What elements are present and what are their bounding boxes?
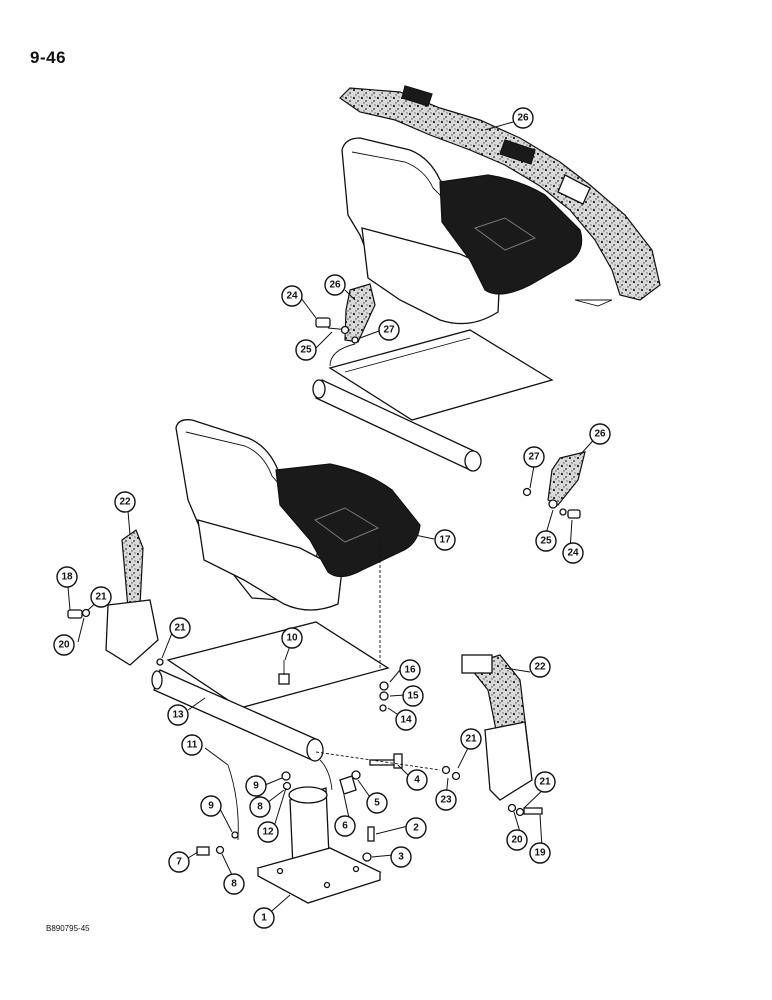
callout-27b: 27 <box>523 446 545 468</box>
svg-text:18: 18 <box>61 572 73 583</box>
svg-text:2: 2 <box>413 823 419 834</box>
callout-8a: 8 <box>249 796 271 818</box>
svg-text:22: 22 <box>119 497 131 508</box>
callout-14: 14 <box>395 709 417 731</box>
callout-26b: 26 <box>324 274 346 296</box>
callout-17: 17 <box>434 529 456 551</box>
callout-7: 7 <box>168 851 190 873</box>
svg-text:13: 13 <box>172 710 184 721</box>
svg-text:9: 9 <box>208 801 214 812</box>
svg-text:16: 16 <box>404 665 416 676</box>
upper-left-buckle <box>344 283 376 343</box>
svg-text:15: 15 <box>407 691 419 702</box>
svg-text:9: 9 <box>253 781 259 792</box>
callout-26a: 26 <box>512 107 534 129</box>
upper-seat-base <box>361 227 501 325</box>
svg-text:23: 23 <box>440 795 452 806</box>
callout-13: 13 <box>167 704 189 726</box>
callout-3: 3 <box>390 846 412 868</box>
callout-16: 16 <box>399 659 421 681</box>
svg-text:14: 14 <box>400 715 412 726</box>
lower-mount-plate <box>166 621 390 709</box>
callout-25a: 25 <box>295 339 317 361</box>
callout-21b: 21 <box>169 617 191 639</box>
upper-mount-plate <box>328 329 554 421</box>
callout-27a: 27 <box>378 319 400 341</box>
callout-21d: 21 <box>534 771 556 793</box>
svg-text:21: 21 <box>465 734 477 745</box>
svg-text:26: 26 <box>329 280 341 291</box>
svg-text:21: 21 <box>539 777 551 788</box>
callout-11: 11 <box>181 734 203 756</box>
callout-9a: 9 <box>245 775 267 797</box>
svg-text:3: 3 <box>398 852 404 863</box>
svg-text:20: 20 <box>58 640 70 651</box>
svg-text:27: 27 <box>383 325 395 336</box>
lower-left-buckle <box>121 529 144 609</box>
svg-text:11: 11 <box>187 740 198 751</box>
callout-18: 18 <box>56 566 78 588</box>
figure-code: B890795-45 <box>46 924 90 933</box>
upper-seat-assembly <box>312 85 661 519</box>
svg-text:27: 27 <box>528 452 540 463</box>
svg-text:6: 6 <box>342 821 348 832</box>
callout-5: 5 <box>366 792 388 814</box>
svg-text:26: 26 <box>517 113 529 124</box>
callout-4: 4 <box>406 769 428 791</box>
callout-21c: 21 <box>460 728 482 750</box>
callout-25b: 25 <box>535 530 557 552</box>
svg-text:26: 26 <box>594 429 606 440</box>
callout-6: 6 <box>334 815 356 837</box>
callout-23: 23 <box>435 789 457 811</box>
callout-20a: 20 <box>53 634 75 656</box>
callout-24a: 24 <box>281 285 303 307</box>
callout-10: 10 <box>281 627 303 649</box>
wiring-harness <box>227 764 239 841</box>
upper-seat-cushion <box>439 174 583 295</box>
svg-text:1: 1 <box>261 913 267 924</box>
svg-text:8: 8 <box>257 802 263 813</box>
svg-text:21: 21 <box>95 592 107 603</box>
callout-1: 1 <box>253 907 275 929</box>
callout-22b: 22 <box>529 656 551 678</box>
svg-text:22: 22 <box>534 662 546 673</box>
callout-2: 2 <box>405 817 427 839</box>
callout-24b: 24 <box>562 542 584 564</box>
svg-text:21: 21 <box>174 623 186 634</box>
seat-belt-strap <box>339 87 661 301</box>
lower-seat-assembly <box>67 419 543 904</box>
callout-12: 12 <box>257 821 279 843</box>
belt-latch <box>557 174 591 205</box>
svg-text:7: 7 <box>176 857 182 868</box>
callout-15: 15 <box>402 685 424 707</box>
svg-text:19: 19 <box>534 848 546 859</box>
callouts: 26 26 24 25 27 26 27 25 24 22 17 18 21 2… <box>53 107 611 929</box>
svg-text:20: 20 <box>511 835 523 846</box>
svg-text:17: 17 <box>439 535 451 546</box>
svg-text:25: 25 <box>300 345 312 356</box>
callout-9b: 9 <box>200 795 222 817</box>
svg-text:8: 8 <box>231 879 237 890</box>
svg-text:4: 4 <box>414 775 420 786</box>
upper-right-buckle <box>547 451 586 506</box>
callout-19: 19 <box>529 842 551 864</box>
callout-20b: 20 <box>506 829 528 851</box>
svg-text:24: 24 <box>567 548 579 559</box>
svg-text:10: 10 <box>286 633 298 644</box>
callout-8b: 8 <box>223 873 245 895</box>
callout-26c: 26 <box>589 423 611 445</box>
svg-text:12: 12 <box>262 827 274 838</box>
page-number: 9-46 <box>30 48 67 67</box>
svg-text:25: 25 <box>540 536 552 547</box>
belt-buckle-2 <box>499 139 536 165</box>
belt-buckle-1 <box>401 85 433 107</box>
lower-seat-cushion <box>275 463 421 578</box>
lower-seat-base <box>197 519 343 611</box>
callout-22a: 22 <box>114 491 136 513</box>
svg-text:24: 24 <box>286 291 298 302</box>
svg-text:5: 5 <box>374 798 380 809</box>
callout-21a: 21 <box>90 586 112 608</box>
